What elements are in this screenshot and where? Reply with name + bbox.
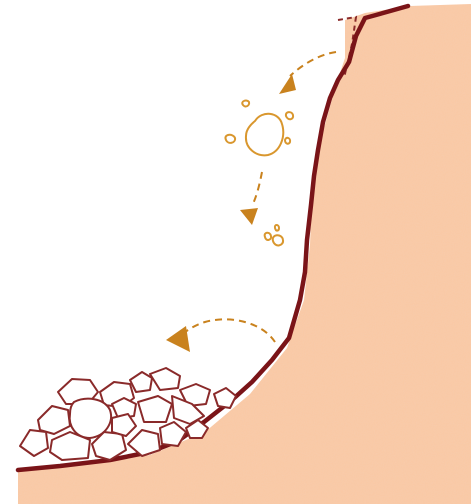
roll-arrow-lower [182,319,275,342]
roll-arrow-lower-head [166,326,190,352]
fall-arrow-middle-head [240,208,258,225]
debris-rock [130,372,152,392]
debris-rock [214,388,236,408]
debris-rock [128,430,160,456]
fall-arrow-middle [253,172,262,204]
debris-rock [112,414,136,436]
falling-fragments [265,225,283,245]
debris-rock [138,396,172,422]
fall-arrow-upper-head [279,74,296,94]
debris-rock [38,406,70,434]
fall-arrow-upper [290,52,336,76]
falling-boulder [225,101,293,156]
debris-rock [150,368,180,390]
debris-rock [20,430,48,456]
